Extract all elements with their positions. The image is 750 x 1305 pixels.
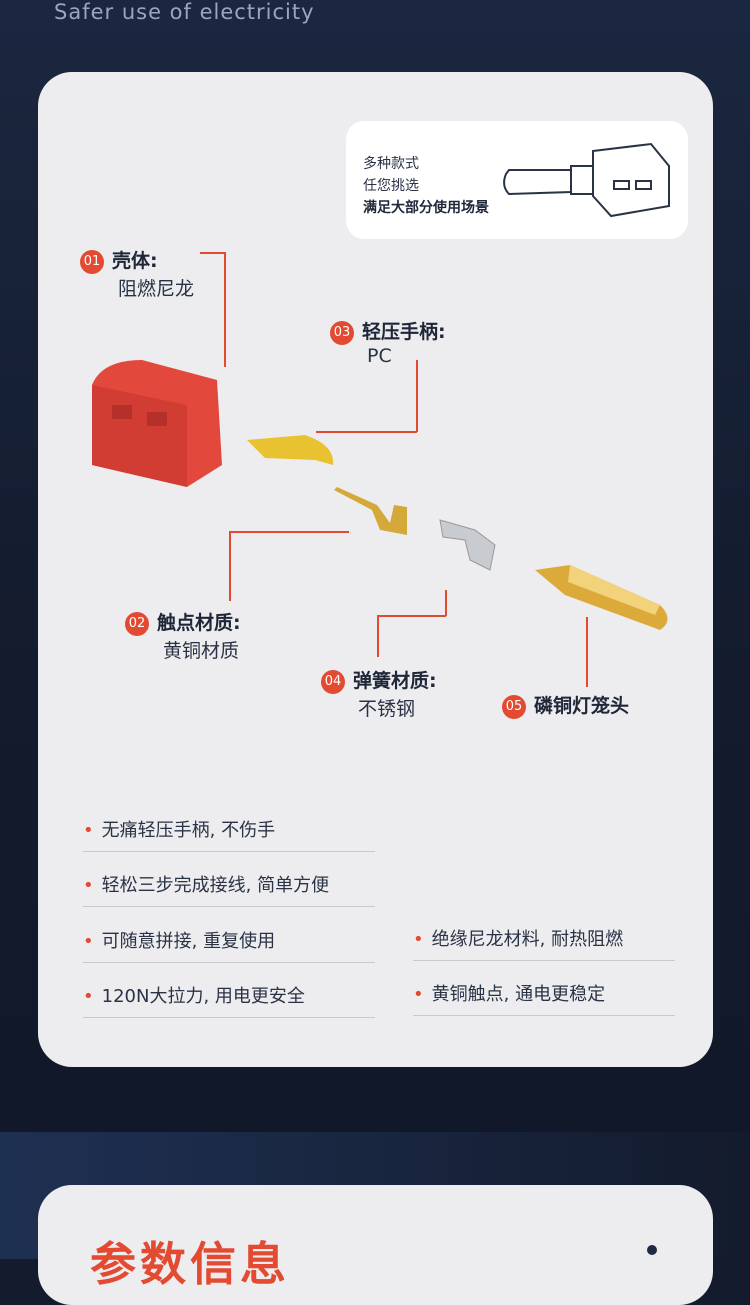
part-label-housing: 01 壳体: 阻燃尼龙 (80, 246, 194, 301)
part-number-badge: 03 (330, 320, 354, 345)
subtitle: Safer use of electricity (54, 0, 315, 24)
part-material: PC (367, 344, 392, 367)
part-number-badge: 02 (125, 611, 149, 636)
feature-item: 轻松三步完成接线, 简单方便 (83, 871, 375, 907)
part-label-spring: 04 弹簧材质: 不锈钢 (321, 666, 437, 721)
part-number-badge: 04 (321, 669, 345, 694)
leader-line (229, 531, 349, 533)
tip-line: 多种款式 (363, 156, 419, 172)
feature-item: 可随意拼接, 重复使用 (83, 927, 375, 963)
contact-image (334, 487, 407, 535)
params-title: 参数信息 (90, 1237, 290, 1291)
connector-outline-icon (503, 142, 670, 218)
feature-item: 黄铜触点, 通电更稳定 (413, 980, 675, 1016)
part-material: 黄铜材质 (163, 639, 240, 662)
styles-tip: 多种款式 任您挑选 满足大部分使用场景 (346, 121, 688, 239)
part-label-handle: 03 轻压手柄:PC (330, 317, 446, 367)
leader-line (229, 531, 231, 601)
leader-line (200, 252, 225, 254)
feature-item: 无痛轻压手柄, 不伤手 (83, 816, 375, 852)
leader-line (377, 615, 446, 617)
leader-line (377, 615, 379, 657)
part-number-badge: 05 (502, 694, 526, 719)
housing-image (92, 360, 222, 487)
tip-line: 任您挑选 (363, 178, 419, 194)
leader-line (445, 590, 447, 616)
leader-line (416, 360, 418, 432)
part-number-badge: 01 (80, 249, 104, 274)
part-title: 壳体: (112, 250, 158, 272)
decor-dot (647, 1245, 657, 1255)
banana-plug-image (535, 565, 668, 630)
part-label-contact: 02 触点材质: 黄铜材质 (125, 608, 241, 663)
part-title: 弹簧材质: (353, 670, 437, 692)
leader-line (316, 431, 417, 433)
handle-image (247, 435, 334, 465)
leader-line (224, 252, 226, 367)
part-material: 阻燃尼龙 (118, 277, 195, 300)
part-title: 轻压手柄: (362, 321, 446, 343)
spring-image (439, 519, 496, 571)
tip-line: 满足大部分使用场景 (363, 200, 489, 216)
part-title: 磷铜灯笼头 (534, 695, 630, 717)
feature-item: 绝缘尼龙材料, 耐热阻燃 (413, 925, 675, 961)
part-material: 不锈钢 (358, 697, 416, 720)
leader-line (586, 617, 588, 687)
part-label-plug: 05 磷铜灯笼头 (502, 691, 629, 719)
feature-item: 120N大拉力, 用电更安全 (83, 982, 375, 1018)
part-title: 触点材质: (157, 612, 241, 634)
